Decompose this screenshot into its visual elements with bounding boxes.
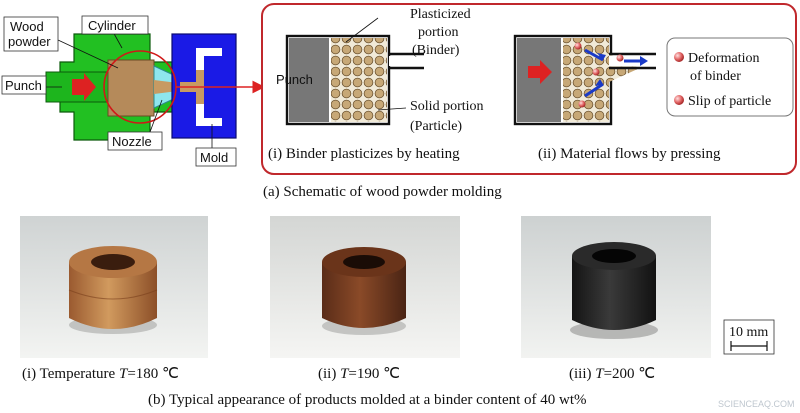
plasticized-line2: portion [418, 25, 458, 40]
caption-b: (b) Typical appearance of products molde… [148, 392, 587, 408]
label-nozzle: Nozzle [112, 134, 152, 149]
sample-label-3: (iii) T=200 ℃ [569, 366, 655, 382]
slip-icon [674, 95, 684, 105]
solid-line1: Solid portion [410, 99, 484, 114]
wood-powder-chamber [107, 59, 155, 117]
legend-slip: Slip of particle [688, 94, 771, 109]
detail-punch [289, 38, 329, 122]
label-wood-powder-line1: Wood [10, 19, 44, 34]
label-punch: Punch [5, 78, 42, 93]
plasticized-line1: Plasticized [410, 7, 471, 22]
detail-panel: Punch Plasticized portion (Binder) Solid… [261, 3, 797, 175]
mold-cavity [196, 48, 222, 126]
label-wood-powder-line2: powder [8, 34, 51, 49]
scale-bar: 10 mm [723, 319, 775, 355]
step-i-diagram: Punch [276, 17, 424, 126]
label-cylinder: Cylinder [88, 18, 136, 33]
legend-deformation-line2: of binder [690, 69, 741, 84]
flow-arrow-upper [584, 48, 604, 62]
label-mold: Mold [200, 150, 228, 165]
watermark: SCIENCEAQ.COM [718, 399, 795, 409]
sample-label-1: (i) Temperature T=180 ℃ [22, 366, 179, 382]
caption-a: (a) Schematic of wood powder molding [263, 184, 502, 200]
photo-2 [270, 216, 460, 358]
photo-1 [20, 216, 208, 358]
solid-line2: (Particle) [410, 119, 462, 134]
legend-deformation-line1: Deformation [688, 51, 760, 66]
punch-arrow-icon [72, 73, 96, 101]
particle-bed-i [331, 38, 387, 122]
step-ii-diagram [513, 34, 656, 126]
detail-punch-label: Punch [276, 72, 313, 87]
detail-punch-ii [517, 38, 561, 122]
plasticized-line3: (Binder) [412, 43, 460, 58]
step-i-label: (i) Binder plasticizes by heating [268, 146, 460, 162]
sample-label-2: (ii) T=190 ℃ [318, 366, 400, 382]
step-ii-label: (ii) Material flows by pressing [538, 146, 721, 162]
flow-arrow-lower [584, 82, 604, 98]
photo-3 [521, 216, 711, 358]
legend: Deformation of binder Slip of particle [666, 37, 794, 117]
deformation-icon [674, 52, 684, 62]
scale-bar-label: 10 mm [729, 325, 768, 340]
molding-machine-schematic: Wood powder Cylinder Punch Nozzle Mold [1, 15, 266, 167]
